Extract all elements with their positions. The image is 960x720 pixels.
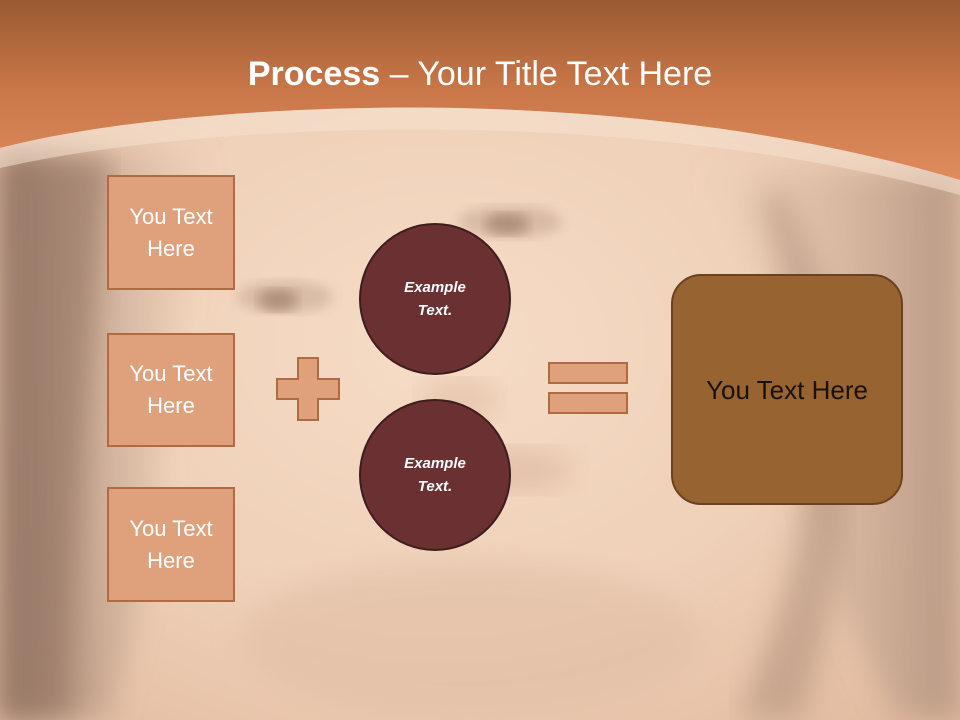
text-box-label: You Text Here — [129, 515, 213, 573]
title-bold-part: Process — [247, 55, 381, 93]
example-circle-1: Example Text. — [359, 223, 511, 375]
text-box-2: You Text Here — [107, 333, 235, 447]
slide-title: Process – Your Title Text Here — [0, 52, 960, 96]
text-box-label: You Text Here — [129, 361, 213, 418]
header-band — [0, 0, 960, 195]
text-box-3: You Text Here — [107, 487, 235, 602]
text-box-1: You Text Here — [107, 175, 235, 290]
circle-label: Example Text. — [404, 455, 466, 495]
title-rest-part: – Your Title Text Here — [380, 55, 713, 93]
circle-label: Example Text. — [404, 279, 466, 319]
text-box-label: You Text Here — [129, 203, 213, 261]
result-box-label: You Text Here — [706, 374, 868, 405]
example-circle-2: Example Text. — [359, 399, 511, 551]
plus-icon — [276, 357, 340, 421]
result-box: You Text Here — [671, 274, 903, 505]
equals-icon — [548, 362, 628, 414]
